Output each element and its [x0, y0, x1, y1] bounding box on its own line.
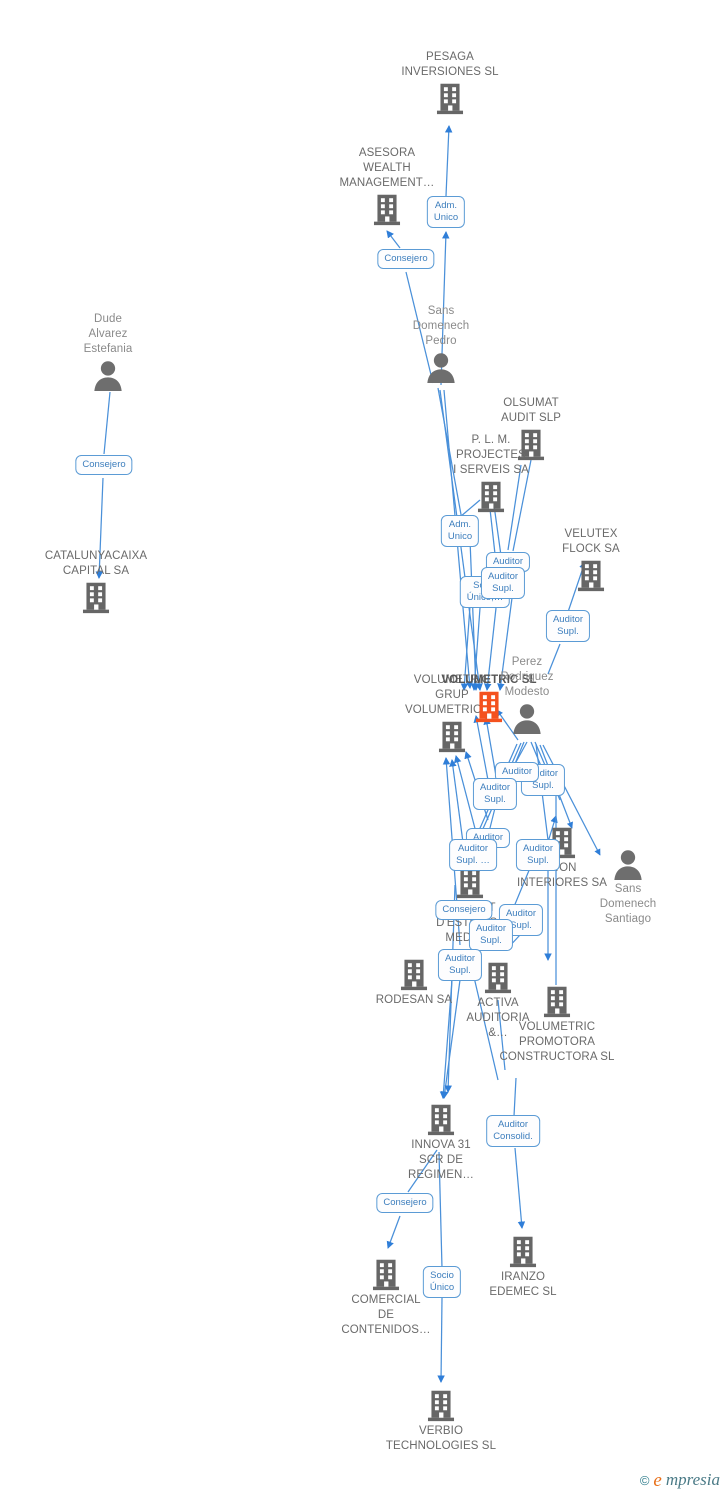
building-icon — [423, 961, 573, 994]
relation-badge[interactable]: Auditor Supl. … — [449, 839, 497, 871]
person-icon — [553, 848, 703, 880]
node-label: CATALUNYACAIXA CAPITAL SA — [44, 550, 148, 577]
node-asesora[interactable]: ASESORA WEALTH MANAGEMENT… — [312, 146, 462, 226]
node-verbio[interactable]: VERBIO TECHNOLOGIES SL — [366, 1389, 516, 1454]
node-label: P. L. M. PROJECTES I SERVEIS SA — [453, 434, 529, 476]
node-label: ACTIVA AUDITORIA &… — [466, 997, 530, 1039]
node-label: VOLUMETRIC GRUP VOLUMETRIC SL — [405, 674, 499, 716]
building-icon — [366, 1389, 516, 1422]
node-catalunya[interactable]: CATALUNYACAIXA CAPITAL SA — [21, 549, 171, 614]
node-comercial[interactable]: COMERCIAL DE CONTENIDOS… — [311, 1258, 461, 1338]
building-icon — [448, 1235, 598, 1268]
empresia-watermark: © e mpresia — [640, 1470, 720, 1490]
building-icon — [416, 480, 566, 513]
node-label: COMERCIAL DE CONTENIDOS… — [341, 1294, 431, 1336]
relation-badge[interactable]: Auditor Consolid. — [486, 1115, 540, 1147]
node-plm[interactable]: P. L. M. PROJECTES I SERVEIS SA — [416, 433, 566, 513]
relation-badge[interactable]: Consejero — [377, 249, 435, 269]
relation-badge[interactable]: Consejero — [75, 455, 133, 475]
building-icon — [414, 690, 564, 723]
node-label: RODESAN SA — [375, 994, 453, 1006]
node-sanspedro[interactable]: Sans Domenech Pedro — [366, 304, 516, 383]
relation-badge[interactable]: Adm. Unico — [440, 515, 480, 547]
node-activa[interactable]: ACTIVA AUDITORIA &… — [423, 961, 573, 1041]
node-label: IRANZO EDEMEC SL — [489, 1271, 557, 1298]
node-label: Sans Domenech Pedro — [412, 305, 470, 347]
relation-badge[interactable]: Auditor — [494, 762, 540, 782]
relation-badge[interactable]: Consejero — [435, 900, 493, 920]
node-promotora[interactable]: VOLUMETRIC PROMOTORA CONSTRUCTORA SL — [482, 985, 632, 1065]
node-label: VOLUMETRIC PROMOTORA CONSTRUCTORA SL — [499, 1021, 615, 1063]
relation-badge[interactable]: Auditor Supl. — [472, 778, 518, 810]
relation-badge[interactable]: Auditor Supl. — [480, 567, 526, 599]
node-pesaga[interactable]: PESAGA INVERSIONES SL — [375, 50, 525, 115]
building-icon — [339, 958, 489, 991]
person-icon — [366, 351, 516, 383]
copyright-symbol: © — [639, 1472, 650, 1488]
building-icon — [375, 82, 525, 115]
relation-badge[interactable]: Socio Único — [422, 1266, 462, 1298]
brand-name: mpresia — [665, 1470, 720, 1489]
building-icon — [482, 985, 632, 1018]
relation-badge[interactable]: Adm. Unico — [426, 196, 466, 228]
node-label: VOLUMETRIC SL — [441, 674, 537, 686]
node-sanssantiago[interactable]: Sans Domenech Santiago — [553, 848, 703, 927]
node-dude[interactable]: Dude Alvarez Estefania — [33, 312, 183, 391]
relation-badge[interactable]: Auditor Supl. — [545, 610, 591, 642]
node-label: INNOVA 31 SCR DE REGIMEN… — [408, 1139, 474, 1181]
building-icon — [516, 559, 666, 592]
node-volumetric[interactable]: VOLUMETRIC SL — [414, 673, 564, 723]
building-icon — [311, 1258, 461, 1291]
brand-initial: e — [653, 1469, 662, 1491]
building-icon — [21, 581, 171, 614]
node-grup[interactable]: VOLUMETRIC GRUP VOLUMETRIC SL — [377, 673, 527, 753]
node-label: OLSUMAT AUDIT SLP — [500, 397, 562, 424]
building-icon — [395, 866, 545, 899]
node-innova[interactable]: INNOVA 31 SCR DE REGIMEN… — [366, 1103, 516, 1183]
person-icon — [452, 702, 602, 734]
relation-badge[interactable]: Auditor Supl. — [515, 839, 561, 871]
node-label: VELUTEX FLOCK SA — [562, 528, 620, 555]
node-olsumat[interactable]: OLSUMAT AUDIT SLP — [456, 396, 606, 461]
building-icon — [456, 428, 606, 461]
node-perez[interactable]: Perez Rodriguez Modesto — [452, 655, 602, 734]
building-icon — [377, 720, 527, 753]
relation-badge[interactable]: Consejero — [376, 1193, 434, 1213]
node-label: Perez Rodriguez Modesto — [500, 656, 554, 698]
person-icon — [33, 359, 183, 391]
node-label: ASESORA WEALTH MANAGEMENT… — [339, 147, 435, 189]
node-label: VERBIO TECHNOLOGIES SL — [385, 1425, 497, 1452]
building-icon — [312, 193, 462, 226]
relation-badge[interactable]: Auditor Supl. — [437, 949, 483, 981]
node-iranzo[interactable]: IRANZO EDEMEC SL — [448, 1235, 598, 1300]
node-label: PESAGA INVERSIONES SL — [401, 51, 499, 78]
node-velutex[interactable]: VELUTEX FLOCK SA — [516, 527, 666, 592]
node-label: Dude Alvarez Estefania — [83, 313, 133, 355]
node-rodesan[interactable]: RODESAN SA — [339, 958, 489, 1008]
building-icon — [366, 1103, 516, 1136]
node-label: Sans Domenech Santiago — [599, 883, 657, 925]
relation-badge[interactable]: Auditor Supl. — [468, 919, 514, 951]
